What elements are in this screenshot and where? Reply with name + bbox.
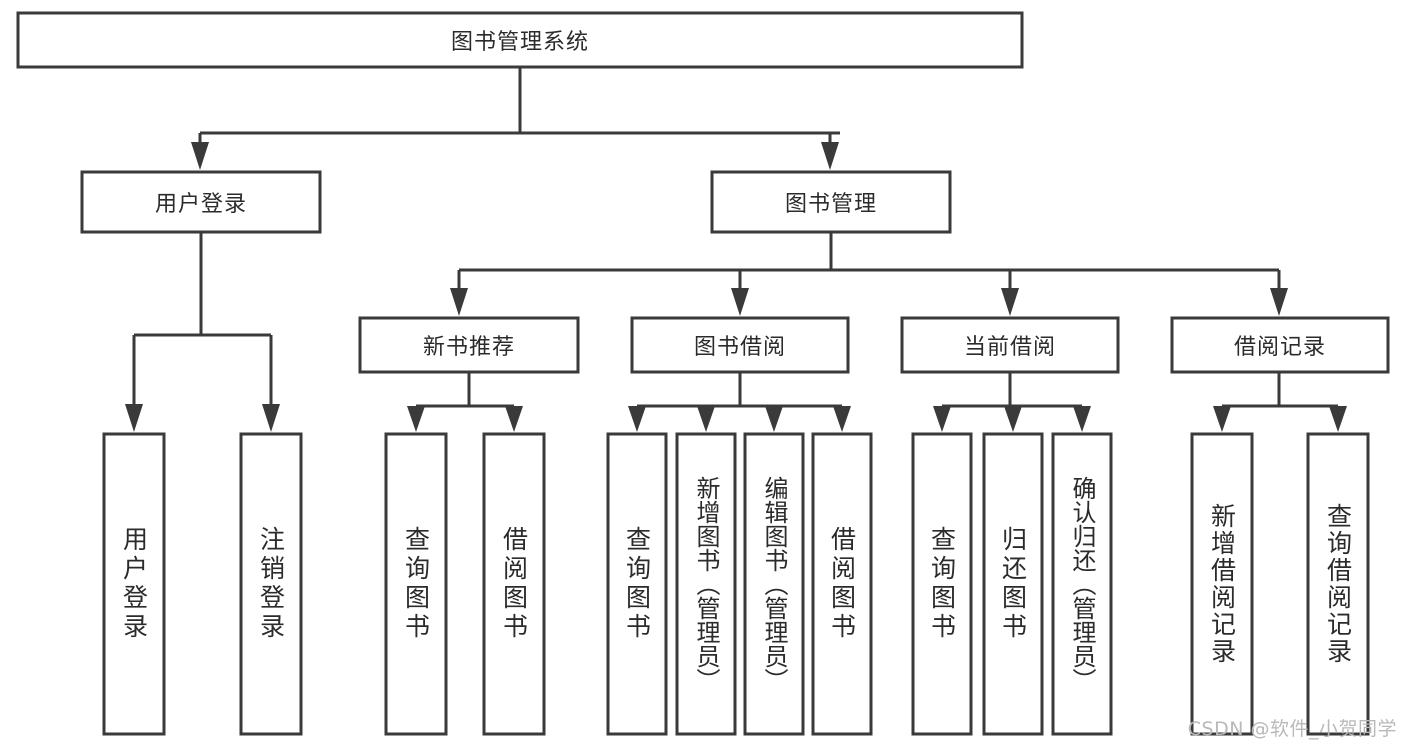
connector-newbook-to-leaves (407, 372, 523, 432)
connector-borrow-to-leaves (628, 372, 851, 432)
arrow-head-icon (505, 406, 523, 432)
connector-current-to-leaves (933, 372, 1091, 432)
node-box-leaf[interactable] (982, 432, 1044, 736)
arrow-head-icon (765, 406, 783, 432)
arrow-head-icon (833, 406, 851, 432)
node-box-leaf[interactable] (743, 432, 805, 736)
node-box-root[interactable] (16, 11, 1024, 69)
node-box-leaf[interactable] (384, 432, 448, 736)
node-box-leaf[interactable] (811, 432, 873, 736)
node-box-borrow-record[interactable] (1170, 316, 1390, 374)
arrow-head-icon (191, 142, 209, 170)
arrow-head-icon (1270, 288, 1288, 316)
node-box-leaf[interactable] (482, 432, 546, 736)
node-box-leaf[interactable] (239, 432, 303, 736)
node-box-leaf[interactable] (911, 432, 973, 736)
node-box-book-borrow[interactable] (630, 316, 850, 374)
connector-record-to-leaves (1213, 372, 1347, 432)
arrow-head-icon (697, 406, 715, 432)
arrow-head-icon (1329, 406, 1347, 432)
node-box-current-borrow[interactable] (900, 316, 1120, 374)
node-box-leaf[interactable] (102, 432, 166, 736)
connector-bookmgmt-to-level3 (450, 232, 1288, 316)
node-box-leaf[interactable] (675, 432, 737, 736)
connector-root-to-level2 (191, 67, 840, 170)
arrow-head-icon (1001, 288, 1019, 316)
arrow-head-icon (628, 406, 646, 432)
arrow-head-icon (262, 404, 280, 432)
arrow-head-icon (821, 142, 839, 170)
arrow-head-icon (731, 288, 749, 316)
arrow-head-icon (1213, 406, 1231, 432)
arrow-head-icon (933, 406, 951, 432)
arrow-head-icon (1004, 406, 1022, 432)
node-box-leaf[interactable] (606, 432, 668, 736)
node-box-leaf[interactable] (1190, 432, 1254, 736)
node-box-leaf[interactable] (1051, 432, 1113, 736)
node-box-user-login[interactable] (80, 170, 322, 234)
csdn-watermark: CSDN @软件_小贺同学 (1187, 718, 1397, 740)
node-box-book-management[interactable] (710, 170, 952, 234)
node-box-leaf[interactable] (1306, 432, 1370, 736)
node-box-new-book-recommend[interactable] (358, 316, 580, 374)
arrow-head-icon (1073, 406, 1091, 432)
arrow-head-icon (450, 288, 468, 316)
connector-userlogin-to-leaves (125, 232, 280, 432)
arrow-head-icon (125, 404, 143, 432)
arrow-head-icon (407, 406, 425, 432)
